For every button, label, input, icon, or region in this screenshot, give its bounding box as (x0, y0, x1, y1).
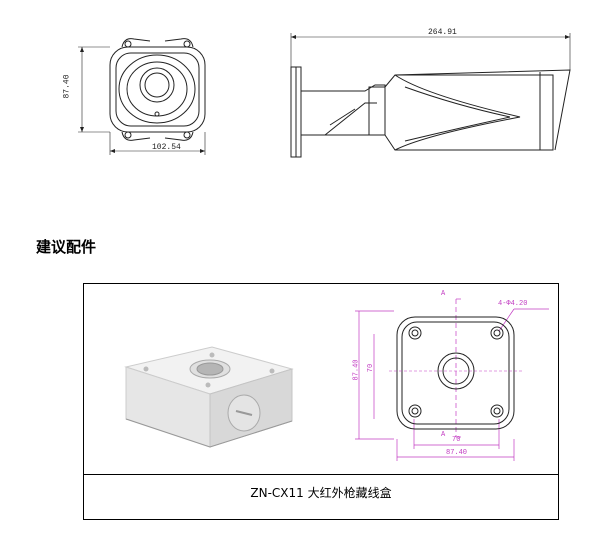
front-height-dimension: 87.40 (62, 74, 72, 99)
junction-box-drawing (355, 298, 549, 461)
table-divider (84, 474, 558, 475)
accessory-caption: ZN-CX11 大红外枪藏线盒 (250, 486, 392, 500)
inner-width-dimension: 70 (452, 436, 461, 444)
accessory-table: A A 4-Φ4.20 87.40 70 70 87.40 ZN-CX11 大红… (83, 283, 559, 520)
section-label-top: A (441, 290, 446, 298)
junction-box-image (124, 346, 294, 448)
outer-width-dimension: 87.40 (446, 449, 468, 457)
camera-side-view-drawing (290, 33, 571, 158)
camera-front-view-drawing (78, 38, 206, 155)
inner-height-dimension: 70 (367, 363, 376, 373)
outer-height-dimension: 87.40 (352, 359, 361, 381)
section-label-bottom: A (441, 431, 446, 439)
front-width-dimension: 102.54 (152, 143, 181, 152)
section-title: 建议配件 (36, 238, 97, 256)
side-length-dimension: 264.91 (428, 28, 457, 37)
hole-callout: 4-Φ4.20 (498, 300, 528, 308)
